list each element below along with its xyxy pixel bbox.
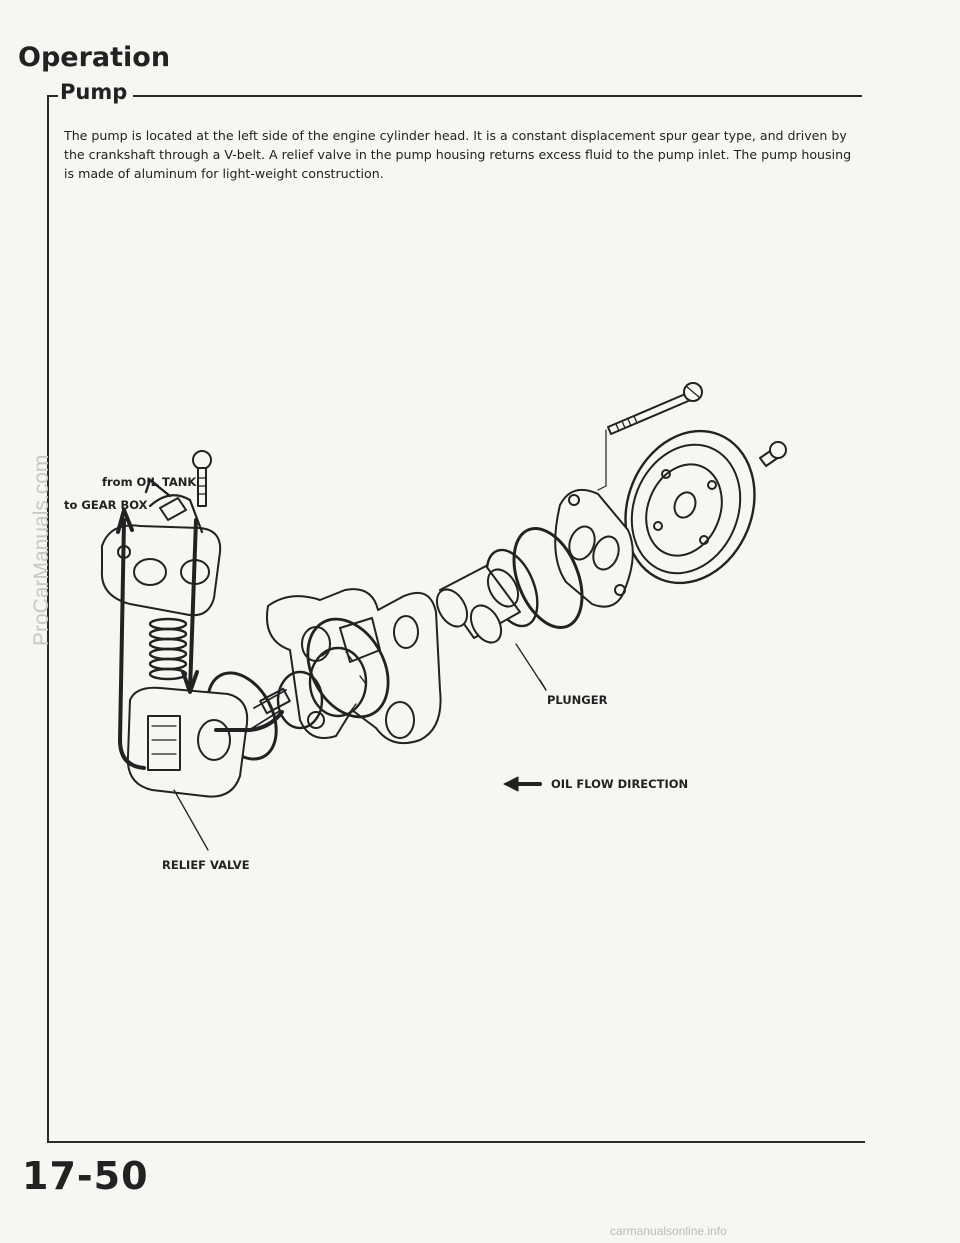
cover-plate (554, 488, 634, 608)
lower-body (126, 686, 249, 798)
label-from-oil-tank: from OIL TANK (102, 475, 197, 489)
cap-bolt (192, 450, 212, 507)
intro-paragraph: The pump is located at the left side of … (64, 128, 852, 181)
oil-flow-legend-arrow (503, 776, 542, 792)
page-number: 17-50 (22, 1154, 149, 1198)
top-cap-housing (100, 494, 222, 617)
label-plunger: PLUNGER (547, 693, 608, 707)
footer-watermark: carmanualsonline.info (610, 1224, 727, 1238)
subsection-title: Pump (58, 80, 134, 104)
label-relief-valve: RELIEF VALVE (162, 858, 250, 872)
leader-lines (173, 679, 547, 851)
relief-spring (148, 617, 188, 681)
plunger (435, 565, 547, 691)
label-to-gear-box: to GEAR BOX (64, 498, 148, 512)
frame-left-rule (47, 95, 49, 1142)
frame-bottom-rule (47, 1141, 865, 1143)
oil-flow-arrows (116, 478, 284, 770)
pump-exploded-diagram (100, 382, 787, 851)
section-title: Operation (18, 42, 171, 73)
pulley (624, 429, 756, 585)
side-watermark: ProCarManuals.com (30, 454, 53, 646)
pulley-bolt (759, 441, 787, 467)
through-bolt (597, 382, 703, 491)
frame-top-rule (47, 95, 862, 97)
pump-gears (245, 646, 368, 733)
pump-housing (266, 588, 442, 744)
label-oil-flow-direction: OIL FLOW DIRECTION (551, 777, 689, 791)
